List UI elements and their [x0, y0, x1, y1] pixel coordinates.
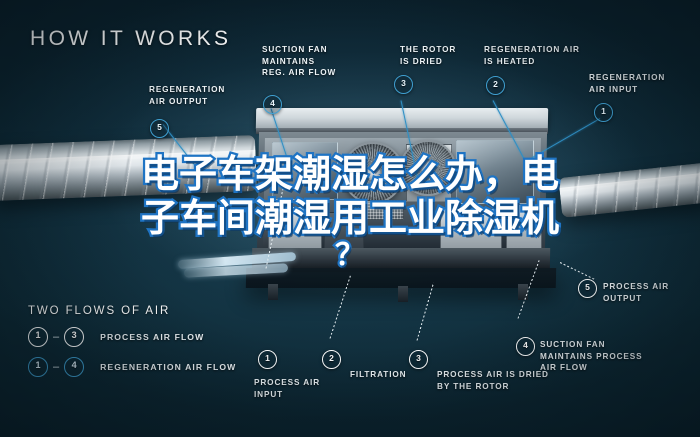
how-it-works-infographic: HOW IT WORKS REGENERATION AIR OUTPUT 5 S… — [0, 0, 700, 437]
vignette-overlay — [0, 0, 700, 437]
